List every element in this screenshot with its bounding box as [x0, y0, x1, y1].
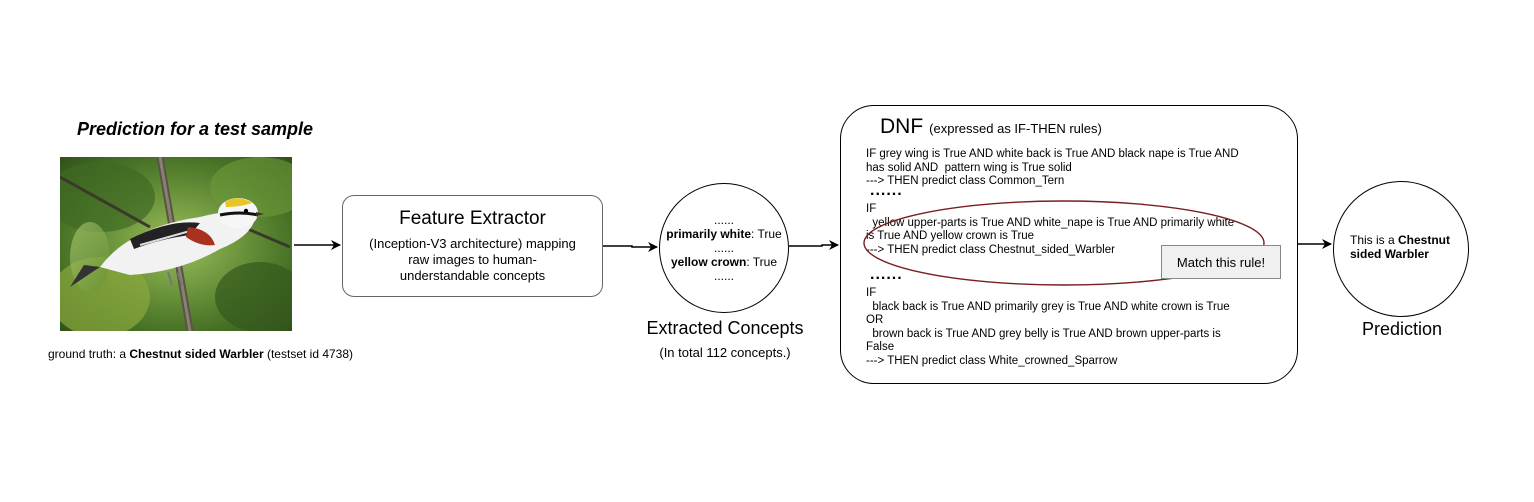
concept-value: : True	[751, 227, 782, 241]
concepts-label: Extracted Concepts	[646, 318, 804, 338]
arrow-extractor-to-concepts	[603, 242, 658, 252]
bird-photo	[60, 157, 292, 331]
concepts-ellipsis-top: ......	[713, 213, 734, 227]
prediction-circle: This is a Chestnut sided Warbler	[1333, 181, 1469, 317]
prediction-class: Chestnut sided Warbler	[1350, 233, 1451, 261]
rule-common-tern: IF grey wing is True AND white back is T…	[866, 148, 1239, 188]
matched-rule-highlight	[863, 200, 1265, 286]
feature-extractor-title: Feature Extractor	[399, 208, 546, 229]
bird-image	[60, 157, 292, 331]
rule-separator-dots: ......	[870, 266, 903, 283]
concepts-sublabel: (In total 112 concepts.)	[659, 345, 791, 360]
dnf-box	[840, 105, 1298, 384]
dnf-subtitle: (expressed as IF-THEN rules)	[929, 121, 1102, 136]
concepts-ellipsis-bottom: ......	[713, 269, 734, 283]
caption-suffix: (testset id 4738)	[263, 347, 354, 361]
sample-title: Prediction for a test sample	[77, 119, 314, 139]
rule-white-crowned-sparrow: IF black back is True AND primarily grey…	[866, 287, 1230, 367]
rule-separator-dots: ......	[870, 182, 903, 199]
caption-prefix: ground truth: a	[48, 347, 130, 361]
concept-primarily-white: primarily white: True	[660, 227, 788, 241]
concepts-circle: ...... primarily white: True ...... yell…	[659, 183, 789, 313]
concept-value: : True	[746, 255, 778, 269]
prediction-label: Prediction	[1361, 319, 1443, 339]
dnf-title: DNF	[880, 115, 924, 138]
prediction-text: This is a Chestnut sided Warbler	[1350, 233, 1460, 261]
dnf-heading: DNF (expressed as IF-THEN rules)	[880, 115, 1102, 139]
concept-name: yellow crown	[670, 255, 747, 269]
feature-extractor-description: (Inception-V3 architecture) mapping raw …	[369, 236, 576, 283]
arrow-concepts-to-dnf	[789, 240, 839, 250]
concept-name: primarily white	[666, 227, 751, 241]
prediction-prefix: This is a	[1350, 233, 1399, 247]
caption-class: Chestnut sided Warbler	[129, 347, 264, 361]
concept-yellow-crown: yellow crown: True	[660, 255, 788, 269]
match-rule-callout: Match this rule!	[1161, 245, 1281, 279]
ground-truth-caption: ground truth: a Chestnut sided Warbler (…	[48, 347, 353, 361]
concepts-ellipsis-mid: ......	[713, 241, 734, 255]
feature-extractor-box: Feature Extractor (Inception-V3 architec…	[342, 195, 603, 297]
